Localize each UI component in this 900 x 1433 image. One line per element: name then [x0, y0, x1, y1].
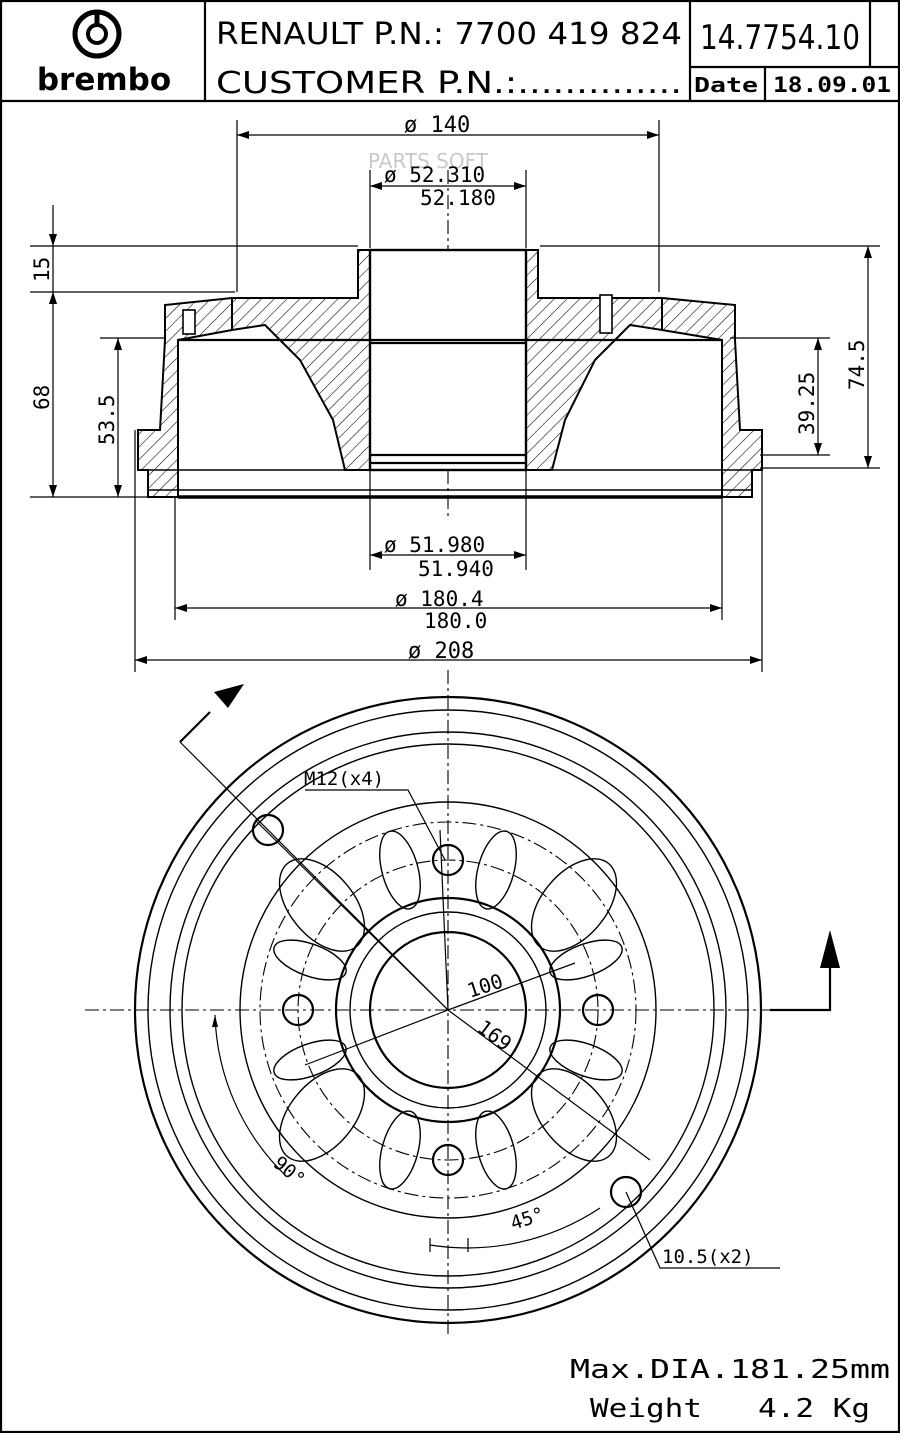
- dim-d51-min: 51.940: [418, 557, 494, 581]
- brand-name: brembo: [37, 62, 171, 98]
- dim-h39-25: 39.25: [795, 372, 819, 435]
- max-diameter-note: Max.DIA.181.25mm: [570, 1355, 890, 1385]
- section-dimensions: ø 140 ø 52.310 52.180 15 68 53.5 3: [30, 113, 880, 672]
- dim-d208: ø 208: [408, 639, 474, 664]
- label-holes: 10.5(x2): [662, 1246, 754, 1268]
- section-view: [137, 170, 763, 520]
- stud-hole: [431, 843, 465, 877]
- stud-hole: [431, 1143, 465, 1177]
- hub-windows: [273, 830, 623, 1190]
- notes: Max.DIA.181.25mm Weight 4.2 Kg: [570, 1355, 890, 1424]
- dim-h15: 15: [30, 257, 54, 282]
- dim-h53-5: 53.5: [95, 394, 119, 445]
- label-pcd-100: 100: [464, 969, 506, 1003]
- dim-d52-max: ø 52.310: [384, 163, 485, 187]
- locating-hole: [609, 1175, 643, 1209]
- label-m12: M12(x4): [304, 768, 384, 790]
- label-angle-90: 90°: [269, 1152, 309, 1191]
- dim-d140: ø 140: [404, 113, 470, 138]
- dim-d51-max: ø 51.980: [384, 533, 485, 557]
- oem-part-number: RENAULT P.N.: 7700 419 824: [216, 17, 682, 52]
- customer-part-number: CUSTOMER P.N.:..............: [216, 66, 682, 101]
- front-view: M12(x4) 100 169 90° 45° 10.5(x2): [85, 670, 840, 1335]
- dim-d180-max: ø 180.4: [395, 587, 484, 611]
- watermark: PARTS SOFT: [368, 149, 489, 173]
- date-value: 18.09.01: [773, 73, 891, 97]
- dim-h74-5: 74.5: [845, 339, 869, 390]
- date-label: Date: [694, 73, 758, 97]
- locating-hole: [251, 813, 285, 847]
- dim-h68: 68: [30, 385, 54, 410]
- stud-hole: [581, 993, 615, 1027]
- brembo-part-number: 14.7754.10: [700, 18, 860, 58]
- label-bolt-circle-169: 169: [473, 1015, 516, 1056]
- dim-d52-min: 52.180: [420, 186, 496, 210]
- dim-d180-min: 180.0: [424, 609, 487, 633]
- weight-note: Weight 4.2 Kg: [590, 1394, 870, 1424]
- brembo-logo-icon: [72, 9, 122, 59]
- stud-hole: [281, 993, 315, 1027]
